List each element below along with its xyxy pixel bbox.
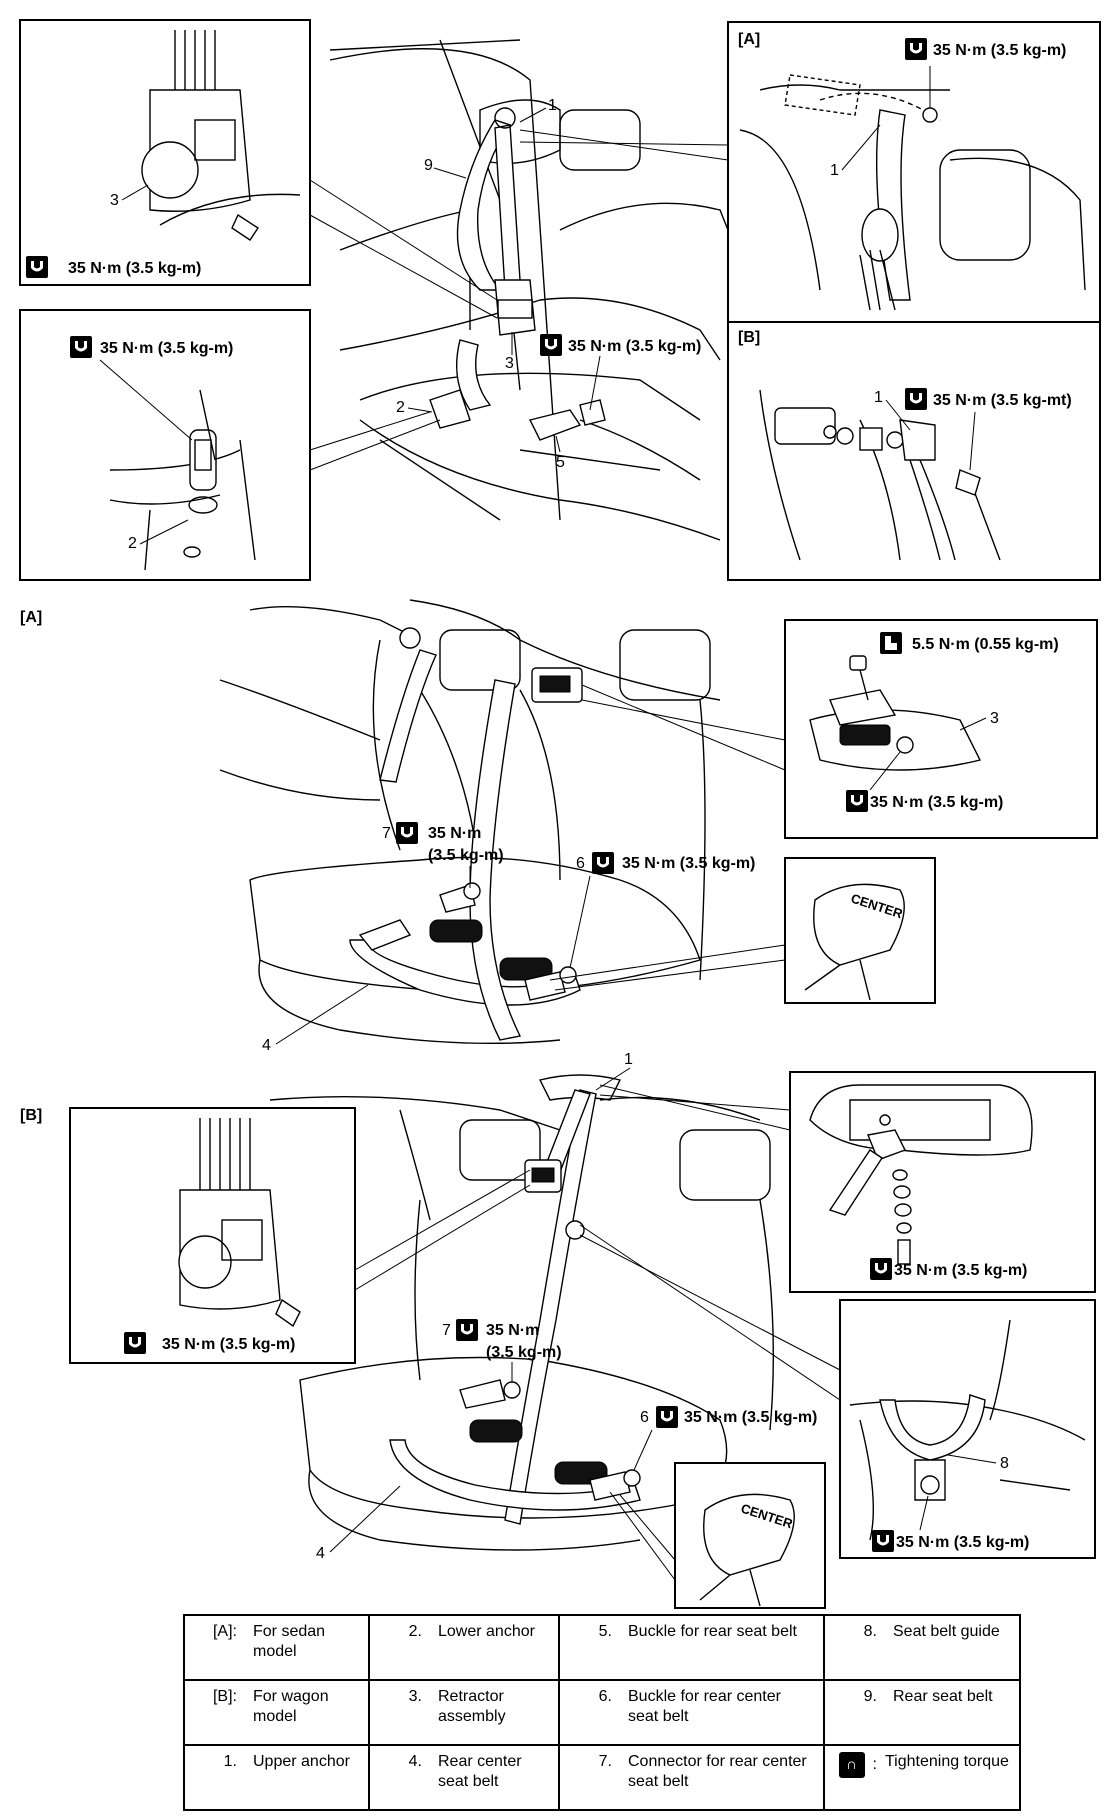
torque-wrench-icon (456, 1319, 478, 1341)
legend-text: Rear center seat belt (438, 1753, 522, 1790)
torque-wrench-icon (870, 1258, 892, 1280)
sedan-7-torque-line2: (3.5 kg-m) (428, 847, 504, 864)
callout-2-main: 2 (396, 399, 405, 416)
torque-wrench-icon (70, 336, 92, 358)
legend-num: 4. (408, 1753, 422, 1770)
callout-4-wagon: 4 (316, 1545, 325, 1562)
wagon-7-torque-line1: 35 N·m (486, 1322, 539, 1339)
main-retractor-torque: 35 N·m (3.5 kg-m) (568, 338, 701, 355)
inset-a-drawing (739, 74, 1086, 311)
callout-4-sedan: 4 (262, 1037, 271, 1054)
torque-wrench-icon (124, 1332, 146, 1354)
inset-b-torque: 35 N·m (3.5 kg-mt) (933, 392, 1072, 409)
legend-num: 2. (408, 1623, 422, 1640)
legend-num: 3. (408, 1688, 422, 1705)
legend-text: For wagon model (253, 1688, 329, 1725)
section-b-label: [B] (20, 1107, 42, 1124)
inset-a-torque: 35 N·m (3.5 kg-m) (933, 42, 1066, 59)
legend-num: [B]: (212, 1688, 237, 1705)
legend-num: 8. (863, 1623, 877, 1640)
legend-text: Retractor assembly (438, 1688, 506, 1725)
callout-3-main: 3 (505, 355, 514, 372)
wagon-guide-torque: 35 N·m (3.5 kg-m) (896, 1534, 1029, 1551)
wagon-6-torque: 35 N·m (3.5 kg-m) (684, 1409, 817, 1426)
torque-wrench-icon (872, 1530, 894, 1552)
callout-1-a: 1 (830, 162, 839, 179)
sedan-retractor-inset-drawing (809, 655, 982, 771)
inset-retractor-torque: 35 N·m (3.5 kg-m) (68, 260, 201, 277)
legend-num: 9. (863, 1688, 877, 1705)
inset-lower-anchor-drawing (109, 389, 256, 571)
legend-table: [A]: For sedan model 2. Lower anchor 5. Buc… (183, 1614, 1021, 1811)
screw-torque-icon (880, 632, 902, 654)
legend-num: 7. (598, 1753, 612, 1770)
sedan-scene (219, 599, 721, 1045)
legend-text: Buckle for rear seat belt (628, 1623, 797, 1640)
legend-text: Rear seat belt (893, 1688, 993, 1705)
torque-wrench-icon (656, 1406, 678, 1428)
callout-1-top: 1 (548, 97, 557, 114)
torque-wrench-icon: ∩ (838, 1752, 865, 1778)
legend-text: Lower anchor (438, 1623, 535, 1640)
legend-text: Connector for rear center seat belt (628, 1753, 807, 1790)
torque-wrench-icon (905, 388, 927, 410)
callout-7-wagon: 7 (442, 1322, 451, 1339)
wagon-7-torque-line2: (3.5 kg-m) (486, 1344, 562, 1361)
inset-retractor-drawing (141, 30, 301, 241)
inset-a-label: [A] (738, 31, 760, 48)
inset-b-label: [B] (738, 329, 760, 346)
torque-wrench-icon (592, 852, 614, 874)
callout-3-sedan: 3 (990, 710, 999, 727)
sedan-6-torque: 35 N·m (3.5 kg-m) (622, 855, 755, 872)
legend-text: For sedan model (253, 1623, 326, 1660)
sedan-screw-torque: 5.5 N·m (0.55 kg-m) (912, 636, 1059, 653)
torque-wrench-icon (396, 822, 418, 844)
legend-torque-key: ∩: (833, 1752, 885, 1778)
wagon-upper-anchor-inset-box (789, 1071, 1096, 1293)
callout-7-sedan: 7 (382, 825, 391, 842)
torque-wrench-icon (26, 256, 48, 278)
inset-lower-anchor-box (19, 309, 311, 581)
wagon-upper-torque: 35 N·m (3.5 kg-m) (894, 1262, 1027, 1279)
legend-num: 1. (223, 1753, 237, 1770)
legend-row: [A]: For sedan model 2. Lower anchor 5. Buc… (183, 1614, 1021, 1681)
callout-3-inset: 3 (110, 192, 119, 209)
callout-6-sedan: 6 (576, 855, 585, 872)
inset-a-box (727, 21, 1101, 323)
legend-num: 6. (598, 1688, 612, 1705)
callout-2-inset: 2 (128, 535, 137, 552)
wagon-guide-inset-drawing (849, 1319, 1086, 1541)
wagon-retractor-inset-drawing (178, 1118, 301, 1328)
callout-1-b: 1 (874, 389, 883, 406)
torque-wrench-icon (846, 790, 868, 812)
legend-text: Tightening torque (885, 1753, 1009, 1770)
section-a-label: [A] (20, 609, 42, 626)
callout-6-wagon: 6 (640, 1409, 649, 1426)
sedan-center-buckle-drawing: CENTER (804, 883, 905, 1001)
callout-1-wagon: 1 (624, 1051, 633, 1068)
legend-num: 5. (598, 1623, 612, 1640)
inset-lower-anchor-torque: 35 N·m (3.5 kg-m) (100, 340, 233, 357)
inset-b-drawing (759, 389, 1001, 561)
sedan-7-torque-line1: 35 N·m (428, 825, 481, 842)
wagon-scene (269, 1074, 775, 1551)
torque-wrench-icon (540, 334, 562, 356)
sedan-retractor-torque: 35 N·m (3.5 kg-m) (870, 794, 1003, 811)
legend-text: Seat belt guide (893, 1623, 1000, 1640)
legend-num: [A]: (212, 1623, 237, 1640)
legend-text: Upper anchor (253, 1753, 350, 1770)
callout-9: 9 (424, 157, 433, 174)
legend-row: [B]: For wagon model 3. Retractor assembly… (183, 1679, 1021, 1746)
wagon-retractor-torque: 35 N·m (3.5 kg-m) (162, 1336, 295, 1353)
top-main-scene (329, 39, 741, 541)
torque-wrench-icon (905, 38, 927, 60)
legend-text: Buckle for rear center seat belt (628, 1688, 781, 1725)
callout-8: 8 (1000, 1455, 1009, 1472)
legend-row: 1. Upper anchor 4. Rear center seat belt 7… (183, 1744, 1021, 1811)
wagon-upper-anchor-drawing (809, 1084, 1033, 1265)
callout-5: 5 (556, 454, 565, 471)
legend-num: : (872, 1756, 877, 1773)
wagon-center-buckle-drawing: CENTER (699, 1493, 795, 1607)
